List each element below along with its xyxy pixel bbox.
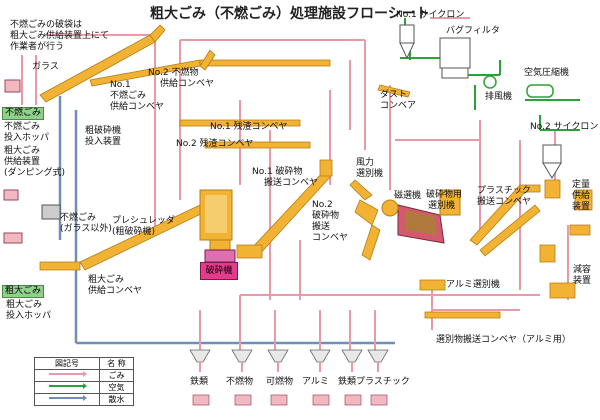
bin-label-6: プラスチック (356, 377, 410, 387)
separators (381, 189, 461, 244)
no1-residue-label: No.1 残渣コンベヤ (210, 122, 288, 132)
pre-shredder (199, 189, 236, 263)
no2-conv-line1: No.2 不燃物 (148, 68, 199, 78)
containers (192, 394, 388, 406)
fixed-feed-line2: 供給 (572, 191, 591, 201)
no2-conv-line2: 供給コンベヤ (160, 79, 215, 89)
no2-crushed-conveyor (349, 179, 373, 201)
label-sodai-gomi: 粗大ごみ (2, 285, 45, 298)
dust-conv-line1: ダスト (380, 90, 408, 100)
fixed-feeder (574, 189, 593, 211)
conveyors (39, 24, 593, 319)
duct-lines (21, 17, 569, 350)
legend-name-waste: ごみ (98, 369, 135, 382)
crusher: 破砕機 (200, 262, 238, 280)
fixed-feed-line3: 装置 (572, 202, 591, 212)
label-glass: ガラス (32, 62, 59, 72)
fuunen-glass-line1: 不燃ごみ (60, 213, 97, 223)
sodai-hopper-line1: 粗大ごみ (6, 300, 43, 310)
no2-cyclone-label: No.2 サイクロン (530, 122, 599, 132)
legend: 図記号 名 称 ごみ 空気 散水 (34, 357, 135, 406)
magnet-label: 磁選機 (394, 191, 422, 201)
no1-residue-conveyor (179, 119, 301, 127)
no1-cyclone-label: No.1 サイクロン (396, 10, 465, 20)
dust-conv-line2: コンベア (380, 101, 417, 111)
no2-residue-conveyor (204, 141, 311, 149)
legend-header-name: 名 称 (98, 357, 135, 370)
alu-sep-label: アルミ選別機 (446, 280, 500, 290)
dust-conveyor (377, 84, 411, 98)
legend-name-air: 空気 (98, 381, 135, 394)
no2-crushed-line3: 搬送 (312, 222, 331, 232)
no1-crushed-line1: No.1 破砕物 (252, 167, 303, 177)
legend-swatch-water (34, 393, 100, 406)
bin-label-1: 鉄類 (190, 377, 209, 387)
wind-sep-line1: 風力 (356, 158, 375, 168)
legend-swatch-air (34, 381, 100, 394)
no1-conv-line1: No.1 (110, 80, 131, 90)
compaction-line1: 減容 (573, 265, 592, 275)
bin-label-5: 鉄類 (338, 377, 357, 387)
sodai-feed-line1: 粗大ごみ (4, 146, 41, 156)
fuunen-glass-line2: (ガラス以外) (60, 224, 112, 234)
crusher-in-line2: 投入装置 (85, 137, 122, 147)
sodai-supply-conveyor (39, 261, 81, 271)
legend-header-symbol: 図記号 (34, 357, 100, 370)
no2-crushed-line1: No.2 (312, 200, 333, 210)
wind-sep-line2: 選別機 (356, 169, 384, 179)
fuunen-hopper-line2: 投入ホッパ (4, 133, 50, 143)
crushed-sep-line2: 選別機 (428, 201, 456, 211)
output-bins (189, 349, 389, 363)
fuunen-hopper-line1: 不燃ごみ (4, 122, 41, 132)
sodai-feed-line2: 供給装置 (4, 157, 41, 167)
fan-label: 排風機 (485, 92, 513, 102)
crushed-sep-line1: 破砕物用 (426, 190, 463, 200)
note-line1: 不燃ごみの破袋は (10, 20, 83, 30)
sodai-feed-line3: (ダンピング式) (4, 168, 66, 178)
compaction-device (549, 282, 576, 299)
feeders (3, 79, 61, 244)
sodai-hopper-line2: 投入ホッパ (6, 311, 52, 321)
compaction-line2: 装置 (573, 276, 592, 286)
pre-crusher-line2: (粗破砕機) (112, 227, 156, 237)
no1-conv-line3: 供給コンベヤ (110, 102, 165, 112)
note-line3: 作業者が行う (10, 42, 65, 52)
compressor-label: 空気圧縮機 (524, 68, 570, 78)
no1-crushed-line2: 搬送コンベヤ (264, 178, 319, 188)
bin-label-2: 不燃物 (226, 377, 254, 387)
note-line2: 粗大ごみ供給装置上にて (10, 31, 110, 41)
bin-label-3: 可燃物 (266, 377, 294, 387)
label-fuunen-gomi: 不燃ごみ (2, 107, 45, 120)
no1-conv-line2: 不燃ごみ (110, 91, 147, 101)
legend-swatch-waste (34, 369, 100, 382)
diagram-title: 粗大ごみ（不燃ごみ）処理施設フローシート (150, 6, 430, 22)
plastic-conv-line2: 搬送コンベヤ (477, 197, 532, 207)
bin-drops (199, 362, 379, 372)
sodai-conv-line1: 粗大ごみ (88, 275, 125, 285)
no2-residue-label: No.2 残渣コンベヤ (176, 139, 254, 149)
crusher-in-line1: 粗破砕機 (85, 126, 122, 136)
pre-crusher-line1: プレシュレッダ (112, 216, 175, 226)
bag-filter-label: バグフィルタ (446, 26, 500, 36)
legend-name-water: 散水 (98, 393, 135, 406)
alu-separator (419, 279, 446, 291)
bin-label-4: アルミ (302, 377, 329, 387)
alu-conv-label: 選別物搬送コンベヤ（アルミ用） (436, 335, 571, 345)
dust-collection (399, 24, 562, 179)
sodai-conv-line2: 供給コンベヤ (88, 286, 143, 296)
alu-conveyor (424, 311, 501, 319)
no2-crushed-line4: コンベヤ (312, 233, 349, 243)
plastic-conv-line1: プラスチック (477, 186, 531, 196)
fixed-feed-line1: 定量 (572, 180, 591, 190)
no2-crushed-line2: 破砕物 (312, 211, 340, 221)
